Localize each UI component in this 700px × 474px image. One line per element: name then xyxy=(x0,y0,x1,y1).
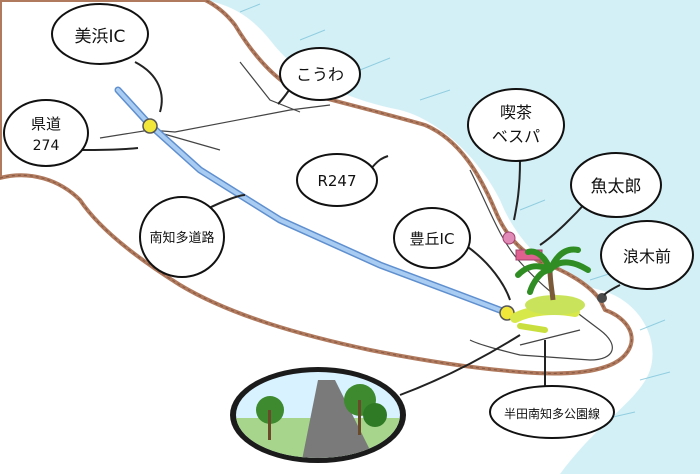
label-route-274-line2[interactable]: 274 xyxy=(33,138,60,154)
label-kissa-vesper-line1[interactable]: 喫茶 xyxy=(500,103,532,122)
leader-lines xyxy=(79,61,621,396)
label-uotaro[interactable]: 魚太郎 xyxy=(591,177,642,197)
mihama-ic-marker[interactable] xyxy=(142,118,158,134)
palm-tree-icon xyxy=(515,246,591,315)
label-kissa-vesper-line2[interactable]: ベスパ xyxy=(492,127,540,146)
road-photo-icon xyxy=(230,367,406,463)
sea-area xyxy=(205,0,700,474)
kissa-vesper-marker[interactable] xyxy=(502,231,516,245)
label-mihama-ic[interactable]: 美浜IC xyxy=(75,27,126,47)
label-bubbles xyxy=(3,3,694,439)
label-yokohamamae[interactable]: 浪木前 xyxy=(623,247,671,266)
label-park-line[interactable]: 半田南知多公園線 xyxy=(504,406,600,421)
label-toyooka-ic[interactable]: 豊丘IC xyxy=(410,230,455,248)
label-kouwa[interactable]: こうわ xyxy=(296,65,344,84)
local-roads xyxy=(99,61,613,361)
label-minami-chita-road[interactable]: 南知多道路 xyxy=(149,230,214,246)
label-route-274-line1[interactable]: 県道 xyxy=(31,115,61,133)
label-r247[interactable]: R247 xyxy=(317,172,356,190)
